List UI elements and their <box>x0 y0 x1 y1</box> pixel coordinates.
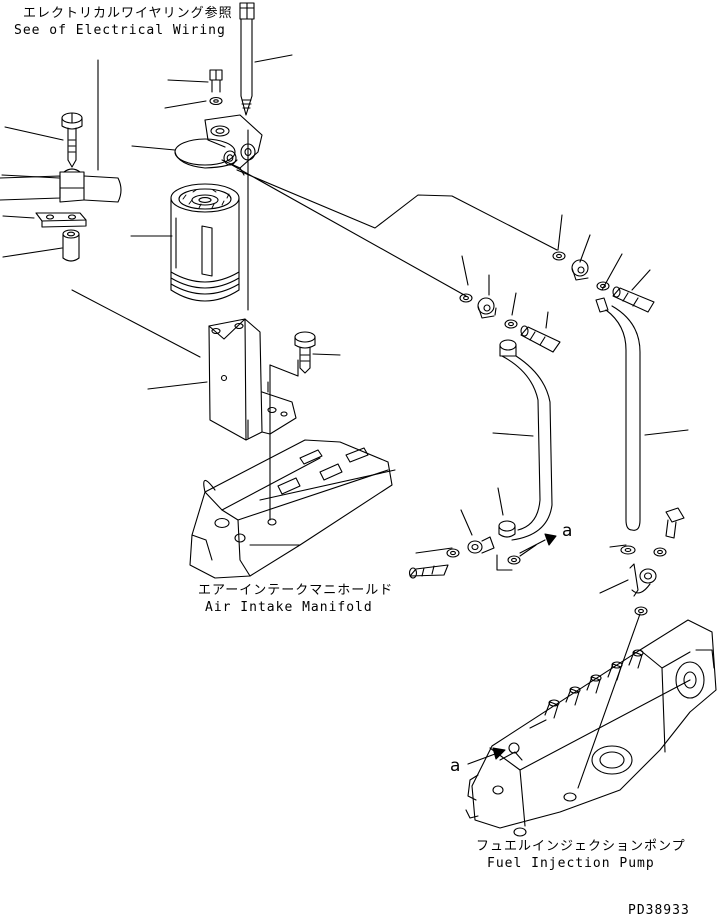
reference-arrow-a <box>520 534 556 553</box>
fuel-injection-pump <box>466 620 716 836</box>
eye-bolt-l1 <box>521 326 560 352</box>
electrical-wiring-label-en: See of Electrical Wiring <box>14 23 226 38</box>
long-bolt <box>240 3 254 115</box>
washer-l1 <box>460 294 472 302</box>
washer-l2 <box>505 320 517 328</box>
filter-head <box>175 115 262 175</box>
reference-arrow-a-pump <box>468 748 505 764</box>
fuel-pipe-left <box>499 340 552 540</box>
filter-cartridge <box>171 184 239 301</box>
wiring-harness <box>0 169 121 202</box>
banjo-bolt-right <box>666 508 684 538</box>
leader-lines <box>2 55 688 788</box>
manifold-label-en: Air Intake Manifold <box>205 600 373 615</box>
electrical-wiring-label-jp: エレクトリカルワイヤリング参照 <box>23 6 233 21</box>
manifold-label-jp: エアーインテークマニホールド <box>198 583 394 598</box>
spacer-collar <box>63 230 79 261</box>
fuel-pipe-right <box>596 298 640 530</box>
union-nut-left <box>447 537 520 564</box>
drawing-number: PD38933 <box>628 903 690 918</box>
air-intake-manifold <box>190 440 395 578</box>
bracket-bolt <box>295 332 315 373</box>
washer-r1 <box>553 252 565 260</box>
reference-letter-a-pump: a <box>450 756 461 776</box>
pump-label-en: Fuel Injection Pump <box>487 856 655 871</box>
eye-joint-r1 <box>572 260 588 280</box>
eye-bolt-l2 <box>410 565 449 578</box>
washer-r2 <box>597 282 609 290</box>
reference-letter-a-pipe: a <box>562 521 573 541</box>
pump-label-jp: フュエルインジェクションポンプ <box>476 839 686 854</box>
small-bolt-top <box>210 70 222 105</box>
clamp-plate <box>36 213 86 227</box>
eye-bolt-r1 <box>613 287 654 312</box>
clamp-bolt <box>62 113 82 167</box>
eye-joint-l1 <box>478 298 494 318</box>
filter-bracket <box>209 319 296 440</box>
banjo-fitting-right <box>621 546 666 615</box>
